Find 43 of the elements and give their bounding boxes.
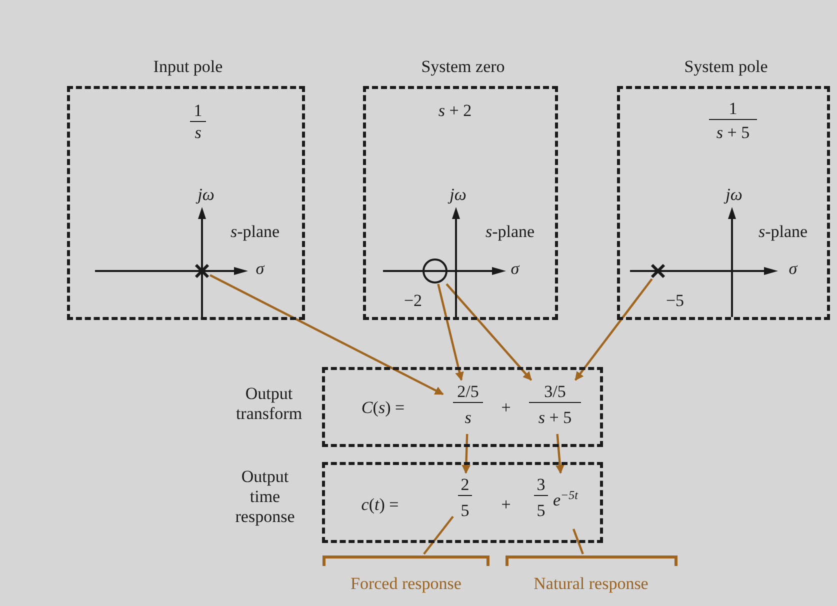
axis-label: −5 bbox=[666, 291, 684, 311]
axis-label: s + 5 bbox=[715, 123, 751, 143]
axis-label: s-plane bbox=[485, 222, 535, 242]
axis-label: 1 bbox=[190, 101, 206, 122]
axis-label: jω bbox=[198, 185, 214, 205]
axis-label: s + 2 bbox=[438, 101, 472, 121]
arrow bbox=[437, 284, 464, 381]
row-label: Output transform bbox=[234, 384, 304, 424]
formula-term: 3 bbox=[534, 475, 548, 496]
panel-title: Input pole bbox=[153, 57, 223, 77]
leader-line bbox=[572, 528, 584, 554]
axis-label: σ bbox=[788, 259, 798, 279]
formula-text: + bbox=[501, 398, 511, 418]
panel-title: System pole bbox=[684, 57, 768, 77]
formula-term: 5 bbox=[536, 501, 546, 521]
formula-term: 5 bbox=[460, 501, 470, 521]
bracket-caption: Natural response bbox=[534, 574, 648, 594]
axis-label: σ bbox=[510, 259, 520, 279]
formula-term: 2/5 bbox=[453, 382, 483, 403]
panel-title: System zero bbox=[421, 57, 505, 77]
formula-term: s + 5 bbox=[537, 408, 573, 428]
axis-label: s-plane bbox=[758, 222, 808, 242]
leader-line bbox=[423, 516, 454, 555]
formula-term: e$^{−5t}$ bbox=[553, 487, 578, 511]
formula-term: 3/5 bbox=[529, 382, 581, 403]
formula-term: s bbox=[464, 408, 472, 428]
axis-label: σ bbox=[256, 259, 264, 279]
axis-label: 1 bbox=[709, 99, 757, 120]
formula-text: C(s) = bbox=[361, 398, 405, 418]
axis-label: jω bbox=[450, 185, 466, 205]
row-label: Output time response bbox=[234, 467, 296, 527]
formula-term: 2 bbox=[458, 475, 472, 496]
bracket-caption: Forced response bbox=[350, 574, 462, 594]
formula-text: c(t) = bbox=[361, 495, 399, 515]
arrow bbox=[574, 278, 653, 381]
axis-label: −2 bbox=[404, 291, 422, 311]
arrow bbox=[462, 434, 471, 474]
arrow bbox=[446, 283, 532, 381]
formula-text: + bbox=[501, 495, 511, 515]
arrow bbox=[210, 274, 444, 396]
axis-label: s bbox=[194, 123, 202, 143]
axis-label: s-plane bbox=[230, 222, 280, 242]
axis-label: jω bbox=[726, 185, 742, 205]
